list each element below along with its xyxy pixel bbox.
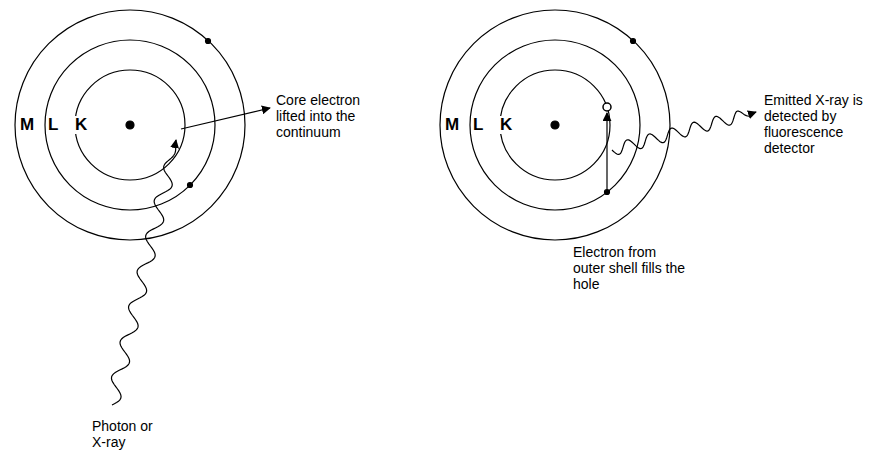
- l-shell: [470, 40, 640, 210]
- incoming-photon: [111, 140, 176, 405]
- callout-text: Core electron lifted into the continuum: [276, 92, 386, 140]
- ejection-arrow: [181, 108, 270, 129]
- callout-text: Electron from outer shell fills the hole: [573, 244, 688, 292]
- left-atom: [15, 10, 270, 240]
- shell-label: M: [18, 116, 36, 134]
- right-atom: [440, 10, 670, 240]
- k-shell: [75, 70, 185, 180]
- transition-arrow: [606, 113, 607, 189]
- shell-label: K: [73, 116, 89, 134]
- core-hole: [603, 103, 611, 111]
- shell-label: M: [443, 116, 461, 134]
- emitted-xray: [612, 111, 756, 154]
- photon-waves: [111, 111, 756, 405]
- shell-label: L: [46, 116, 60, 134]
- callout-text: Photon or X-ray: [92, 418, 154, 450]
- k-shell: [500, 70, 610, 180]
- electron-dot: [605, 190, 610, 195]
- l-shell: [45, 40, 215, 210]
- callout-text: Emitted X-ray is detected by fluorescenc…: [764, 92, 864, 156]
- electron-dot: [631, 39, 636, 44]
- m-shell: [15, 10, 245, 240]
- nucleus: [126, 121, 134, 129]
- shell-label: K: [498, 116, 514, 134]
- electron-dot: [188, 183, 193, 188]
- electron-dot: [206, 39, 211, 44]
- nucleus: [551, 121, 559, 129]
- shell-label: L: [471, 116, 485, 134]
- m-shell: [440, 10, 670, 240]
